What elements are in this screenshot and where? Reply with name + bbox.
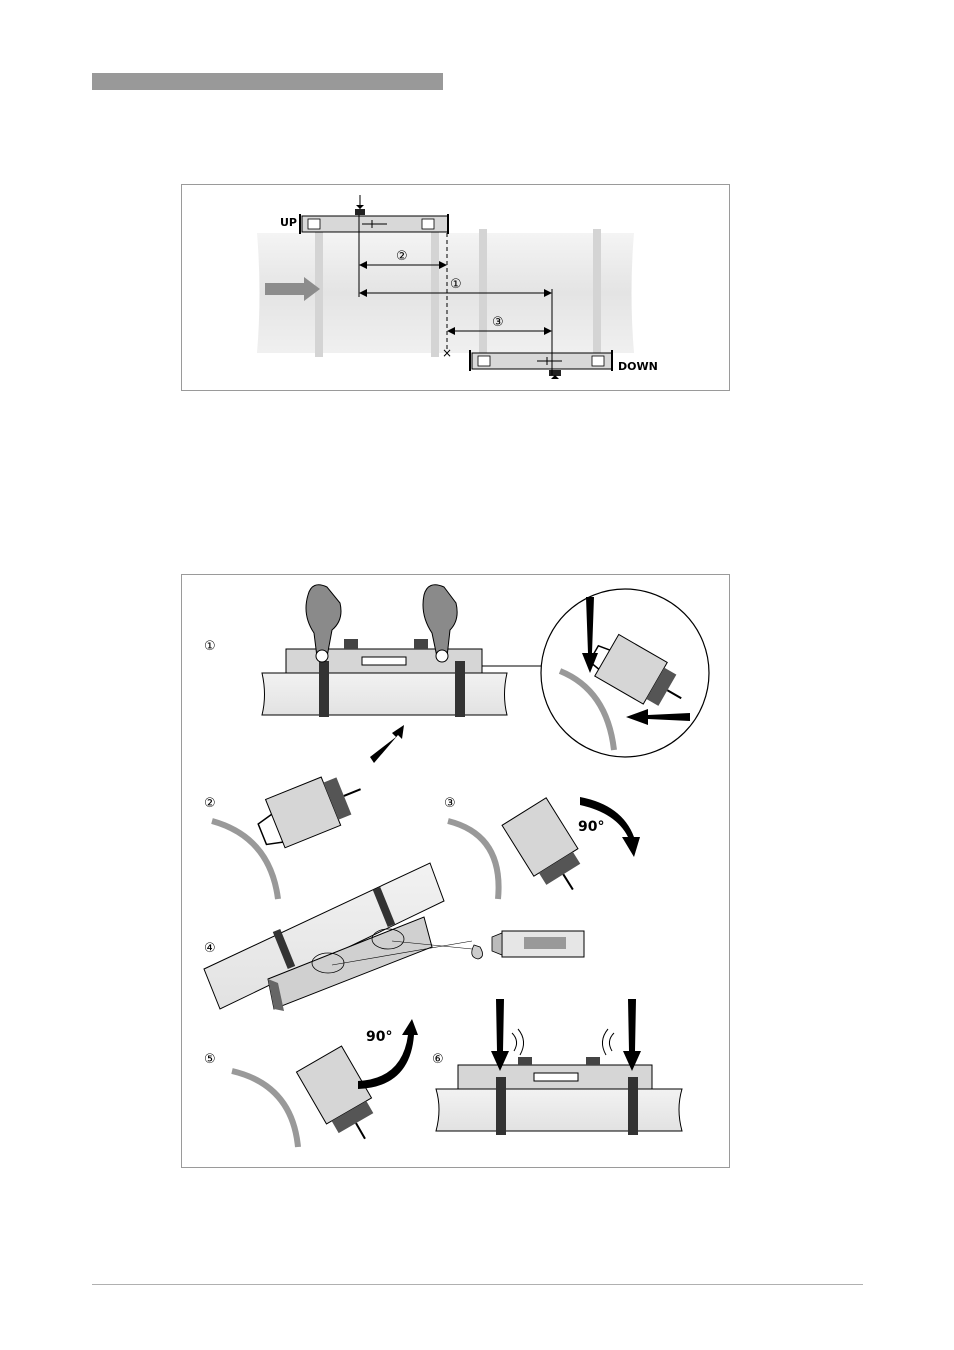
press-down-arrow-icon [491, 999, 509, 1071]
step-5-label: ⑤ [204, 1052, 216, 1067]
label-up: UP [280, 216, 297, 229]
header-bar [92, 73, 443, 90]
step-4-label: ④ [204, 941, 216, 956]
step-3-label: ③ [444, 796, 456, 811]
step-2-label: ② [204, 796, 216, 811]
marker-3: ③ [492, 315, 504, 330]
figure-sensor-spacing: UP DOWN ② ① ③ × [181, 184, 730, 391]
label-down: DOWN [618, 360, 658, 373]
step-6-illustration [436, 999, 682, 1135]
step-1-illustration [262, 585, 542, 717]
step-6-label: ⑥ [432, 1052, 444, 1067]
step-1-label: ① [204, 639, 216, 654]
spacing-diagram: UP DOWN ② ① ③ × [182, 185, 731, 392]
intersection-mark: × [442, 346, 452, 360]
marker-2: ② [396, 249, 408, 264]
detail-magnifier [541, 589, 709, 757]
coupling-gel-tube-icon [472, 931, 584, 959]
rotation-label-step-5: 90° [366, 1029, 392, 1045]
strap [593, 229, 601, 357]
rotation-label-step-3: 90° [578, 819, 604, 835]
footer-line [92, 1284, 863, 1285]
step-2-illustration [212, 765, 370, 899]
step-4-illustration [204, 863, 584, 1011]
mounting-diagram: ① [182, 575, 731, 1169]
figure-mounting-steps: ① [181, 574, 730, 1168]
lift-arrow-icon [370, 725, 404, 763]
step-3-illustration [448, 797, 640, 903]
sensor-rail-down [470, 350, 612, 379]
strap [315, 229, 323, 357]
press-down-arrow-icon [623, 999, 641, 1071]
marker-1: ① [450, 277, 462, 292]
sensor-rail-up [300, 195, 448, 234]
